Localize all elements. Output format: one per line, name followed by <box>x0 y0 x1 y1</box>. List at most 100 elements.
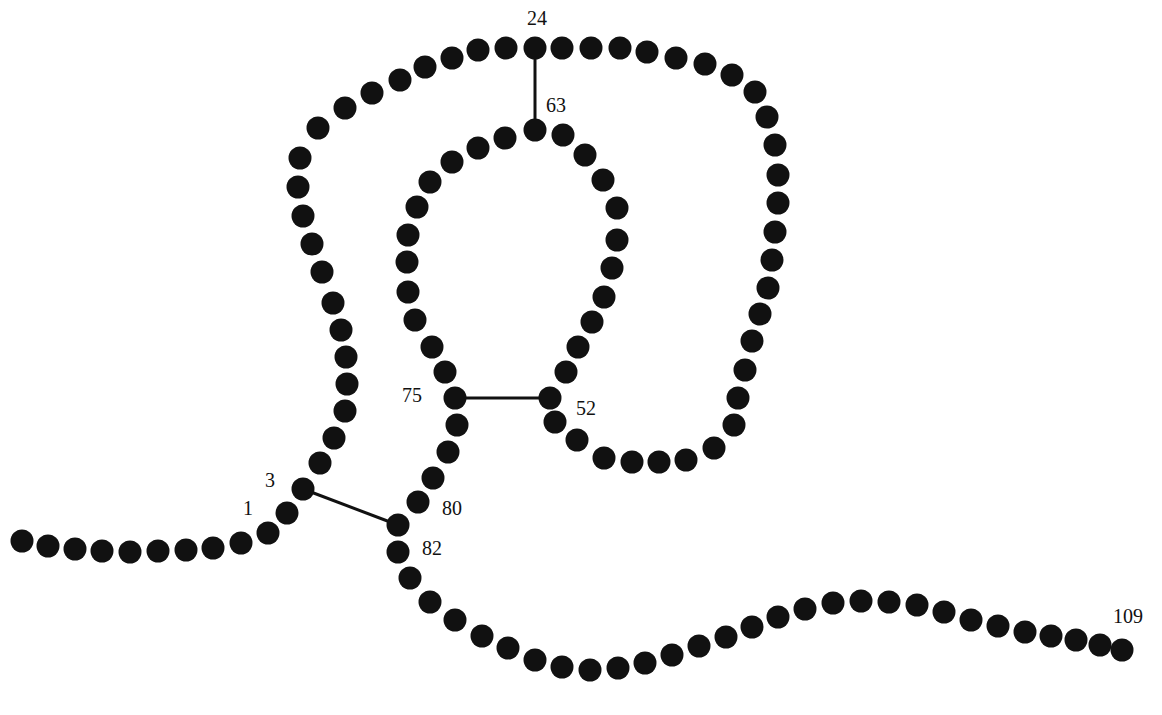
residue-bead <box>721 64 744 87</box>
residue-bead <box>767 606 790 629</box>
disulfide-bond <box>534 48 537 130</box>
residue-bead <box>444 609 467 632</box>
residue-bead <box>389 69 412 92</box>
residue-bead <box>741 616 764 639</box>
residue-bead <box>524 119 547 142</box>
residue-bead <box>764 221 787 244</box>
residue-bead <box>581 311 604 334</box>
residue-bead <box>11 530 34 553</box>
residue-number: 82 <box>422 538 442 558</box>
residue-bead <box>715 626 738 649</box>
residue-number: 3 <box>265 470 275 490</box>
residue-bead <box>579 659 602 682</box>
residue-bead <box>1040 625 1063 648</box>
disulfide-bond <box>303 489 398 525</box>
residue-bead <box>289 147 312 170</box>
residue-bead <box>307 117 330 140</box>
residue-bead <box>311 261 334 284</box>
residue-number: 80 <box>442 498 462 518</box>
residue-bead <box>257 522 280 545</box>
residue-bead <box>175 539 198 562</box>
residue-bead <box>609 37 632 60</box>
residue-number: 109 <box>1113 606 1143 626</box>
residue-bead <box>727 387 750 410</box>
residue-bead <box>467 39 490 62</box>
residue-bead <box>1111 639 1134 662</box>
residue-bead <box>292 478 315 501</box>
disulfide-bonds <box>303 48 550 525</box>
residue-bead <box>397 281 420 304</box>
residue-bead <box>421 336 444 359</box>
residue-bead <box>441 151 464 174</box>
residue-bead <box>1089 634 1112 657</box>
residue-bead <box>767 164 790 187</box>
residue-bead <box>906 594 929 617</box>
residue-bead <box>555 361 578 384</box>
residue-bead <box>495 37 518 60</box>
residue-bead <box>441 47 464 70</box>
residue-bead <box>446 414 469 437</box>
residue-bead <box>276 502 299 525</box>
residue-bead <box>202 537 225 560</box>
residue-bead <box>744 81 767 104</box>
residue-bead <box>434 361 457 384</box>
residue-bead <box>230 532 253 555</box>
residue-number: 63 <box>546 95 566 115</box>
residue-bead <box>761 249 784 272</box>
residue-bead <box>497 637 520 660</box>
residue-bead <box>361 82 384 105</box>
residue-bead <box>601 257 624 280</box>
residue-bead <box>323 427 346 450</box>
residue-bead <box>292 205 315 228</box>
residue-number: 52 <box>576 398 596 418</box>
residue-bead <box>334 97 357 120</box>
residue-bead <box>471 625 494 648</box>
residue-bead <box>387 514 410 537</box>
residue-bead <box>119 541 142 564</box>
residue-bead <box>621 451 644 474</box>
residue-number: 1 <box>243 498 253 518</box>
residue-bead <box>694 53 717 76</box>
residue-bead <box>734 359 757 382</box>
residue-bead <box>606 197 629 220</box>
residue-bead <box>91 540 114 563</box>
residue-bead <box>1014 621 1037 644</box>
residue-bead <box>593 447 616 470</box>
residue-bead <box>551 656 574 679</box>
residue-bead <box>960 609 983 632</box>
residue-bead <box>580 37 603 60</box>
residue-bead <box>444 387 467 410</box>
residue-bead <box>419 171 442 194</box>
residue-bead <box>64 538 87 561</box>
residue-bead <box>551 37 574 60</box>
residue-bead <box>567 336 590 359</box>
residue-number: 75 <box>402 385 422 405</box>
residue-bead <box>309 452 332 475</box>
residue-bead <box>1065 629 1088 652</box>
residue-bead <box>524 37 547 60</box>
residue-bead <box>407 491 430 514</box>
residue-bead <box>336 373 359 396</box>
residue-bead <box>406 196 429 219</box>
residue-bead <box>330 319 353 342</box>
residue-bead <box>606 229 629 252</box>
residue-bead <box>404 309 427 332</box>
residue-bead <box>636 41 659 64</box>
residue-bead <box>822 592 845 615</box>
residue-bead <box>422 467 445 490</box>
residue-bead <box>767 192 790 215</box>
residue-bead <box>794 598 817 621</box>
residue-bead <box>634 652 657 675</box>
residue-bead <box>494 127 517 150</box>
residue-bead <box>335 346 358 369</box>
residue-bead <box>703 437 726 460</box>
residue-bead <box>524 649 547 672</box>
residue-bead <box>593 286 616 309</box>
residue-bead <box>566 429 589 452</box>
residue-bead <box>287 176 310 199</box>
residue-bead <box>334 400 357 423</box>
residue-bead <box>414 56 437 79</box>
residue-bead <box>741 330 764 353</box>
